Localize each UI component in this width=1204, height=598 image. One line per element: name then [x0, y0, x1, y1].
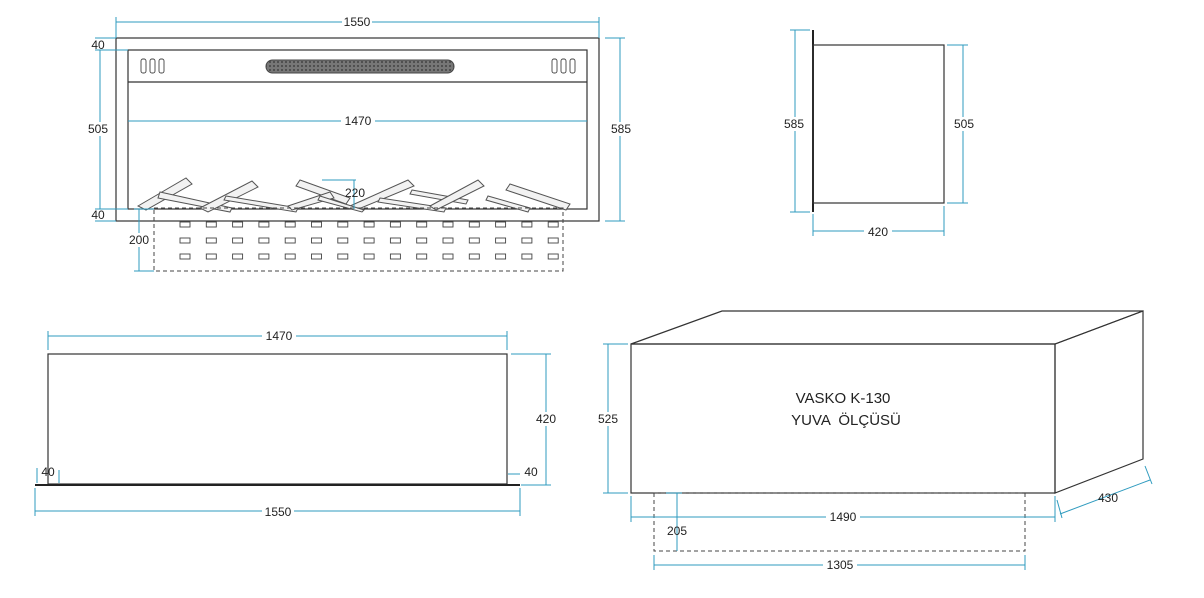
- dim-front-bottom-margin: 40: [91, 208, 105, 222]
- basket-slot: [547, 253, 559, 260]
- basket-slot: [284, 237, 296, 244]
- niche-view: VASKO K-130 YUVA ÖLÇÜSÜ: [630, 310, 1144, 552]
- speaker-grille: [265, 59, 455, 74]
- basket-slot: [179, 253, 191, 260]
- basket-slot: [284, 221, 296, 228]
- basket-slot: [442, 221, 454, 228]
- niche-title-line1: VASKO K-130: [796, 390, 891, 407]
- side-view: [812, 30, 945, 212]
- back-view-dimensions: 1470 420 40 40 1550: [34, 329, 559, 519]
- left-control-buttons-icon: [140, 58, 165, 74]
- basket-slot: [337, 221, 349, 228]
- niche-view-dimensions: 525 1490 430 205 1305: [595, 343, 1153, 572]
- dim-side-inner-height: 505: [954, 117, 974, 131]
- basket-slot: [416, 221, 428, 228]
- basket-slot: [442, 237, 454, 244]
- dim-side-height: 585: [784, 117, 804, 131]
- basket-slot: [521, 253, 533, 260]
- niche-lower-cavity: [653, 492, 1026, 552]
- back-view: [35, 353, 520, 486]
- dim-basket-height: 200: [129, 233, 149, 247]
- basket-slot: [442, 253, 454, 260]
- basket-slot: [258, 237, 270, 244]
- basket-slot: [416, 253, 428, 260]
- basket-slot: [205, 253, 217, 260]
- basket-slot: [363, 237, 375, 244]
- dim-front-top-margin: 40: [91, 38, 105, 52]
- niche-side-face: [1054, 310, 1144, 494]
- basket-slot: [311, 237, 322, 244]
- niche-title-line2: YUVA ÖLÇÜSÜ: [791, 411, 901, 429]
- basket-slot: [389, 253, 401, 260]
- basket-slot: [495, 237, 507, 244]
- dim-side-depth: 420: [868, 225, 888, 239]
- front-outer-frame: [115, 37, 600, 222]
- front-view-dimensions: 1550 1470 585 505 40 40 220 200: [86, 15, 633, 272]
- basket-slot: [416, 237, 428, 244]
- basket-slot: [284, 253, 296, 260]
- dim-front-inner-width: 1470: [345, 114, 372, 128]
- basket-slot: [547, 221, 559, 228]
- basket-slot: [205, 221, 217, 228]
- front-view: [115, 37, 600, 272]
- basket-slot: [179, 237, 191, 244]
- dim-niche-lower-height: 205: [667, 524, 687, 538]
- dim-back-top-width: 1470: [266, 329, 293, 343]
- side-view-dimensions: 585 505 420: [781, 29, 977, 239]
- dim-niche-height: 525: [598, 412, 618, 426]
- dim-front-height: 585: [611, 122, 631, 136]
- ember-basket: [153, 207, 564, 272]
- basket-slot: [389, 221, 401, 228]
- basket-slot: [468, 221, 480, 228]
- niche-top-face: [630, 310, 1144, 345]
- basket-slot: [232, 253, 244, 260]
- dim-front-overall-width: 1550: [344, 15, 371, 29]
- basket-slot: [521, 237, 533, 244]
- basket-slot: [337, 237, 349, 244]
- basket-slots: [179, 221, 559, 260]
- basket-slot: [363, 253, 375, 260]
- basket-slot: [521, 221, 533, 228]
- right-control-buttons-icon: [551, 58, 576, 74]
- side-body: [812, 44, 945, 204]
- basket-slot: [258, 221, 270, 228]
- basket-slot: [232, 237, 244, 244]
- basket-slot: [495, 221, 507, 228]
- basket-slot: [311, 221, 322, 228]
- basket-slot: [232, 221, 244, 228]
- dim-front-inner-height: 505: [88, 122, 108, 136]
- dim-niche-depth: 430: [1098, 491, 1118, 505]
- back-body: [47, 353, 508, 485]
- basket-slot: [179, 221, 191, 228]
- basket-slot: [311, 253, 322, 260]
- dim-back-left-margin: 40: [41, 465, 55, 479]
- basket-slot: [205, 237, 217, 244]
- basket-slot: [337, 253, 349, 260]
- basket-slot: [468, 253, 480, 260]
- basket-slot: [363, 221, 375, 228]
- dim-niche-lower-width: 1305: [827, 558, 854, 572]
- dim-back-height: 420: [536, 412, 556, 426]
- basket-slot: [547, 237, 559, 244]
- dim-log-height: 220: [345, 186, 365, 200]
- basket-slot: [495, 253, 507, 260]
- basket-slot: [389, 237, 401, 244]
- dim-back-bottom-width: 1550: [265, 505, 292, 519]
- dim-niche-width: 1490: [830, 510, 857, 524]
- dim-back-right-margin: 40: [524, 465, 538, 479]
- basket-slot: [258, 253, 270, 260]
- basket-slot: [468, 237, 480, 244]
